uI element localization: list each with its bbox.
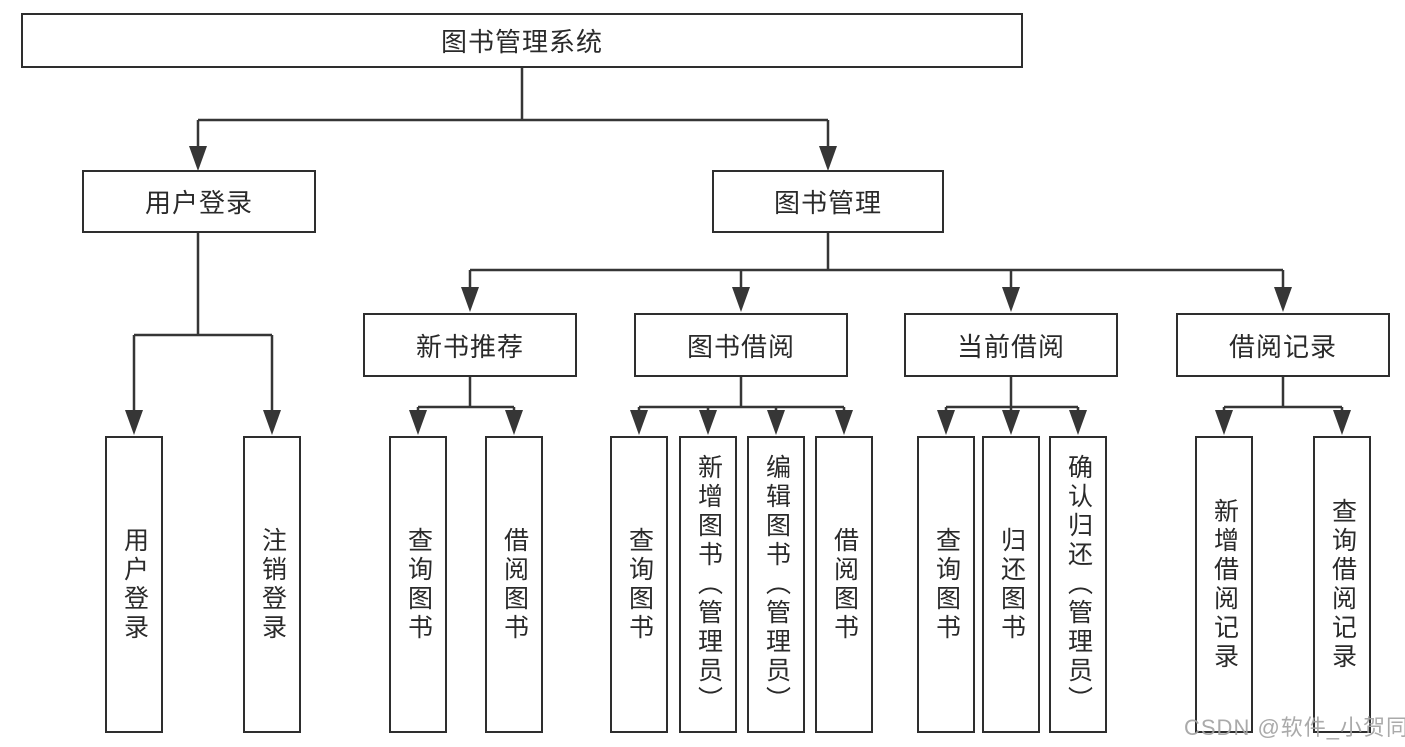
leaf-borrow-books-recommend-label: 借阅图书 bbox=[500, 526, 529, 643]
arrowhead bbox=[1002, 410, 1020, 435]
arrowhead bbox=[125, 410, 143, 435]
node-root-label: 图书管理系统 bbox=[440, 27, 603, 57]
leaf-return-book: 归还图书 bbox=[982, 436, 1040, 733]
arrowhead bbox=[699, 410, 717, 435]
leaf-confirm-return-admin-label: 确认归还（管理员） bbox=[1064, 454, 1093, 715]
leaf-return-book-label: 归还图书 bbox=[997, 526, 1026, 643]
leaf-add-borrow-record: 新增借阅记录 bbox=[1195, 436, 1253, 733]
leaf-add-book-admin-label: 新增图书（管理员） bbox=[694, 454, 723, 715]
leaf-query-books-current-label: 查询图书 bbox=[932, 526, 961, 643]
arrowhead bbox=[1333, 410, 1351, 435]
node-new-book-recommend: 新书推荐 bbox=[363, 313, 577, 377]
arrowhead bbox=[189, 146, 207, 171]
node-book-borrow: 图书借阅 bbox=[634, 313, 848, 377]
leaf-add-borrow-record-label: 新增借阅记录 bbox=[1210, 497, 1239, 672]
arrowhead bbox=[1069, 410, 1087, 435]
leaf-edit-book-admin: 编辑图书（管理员） bbox=[747, 436, 805, 733]
leaf-borrow-books-recommend: 借阅图书 bbox=[485, 436, 543, 733]
node-root-system: 图书管理系统 bbox=[21, 13, 1023, 68]
leaf-user-login-label: 用户登录 bbox=[120, 526, 149, 643]
leaf-query-books-recommend: 查询图书 bbox=[389, 436, 447, 733]
arrowhead bbox=[1274, 287, 1292, 312]
node-current-borrow-label: 当前借阅 bbox=[956, 331, 1065, 362]
leaf-confirm-return-admin: 确认归还（管理员） bbox=[1049, 436, 1107, 733]
leaf-query-books-current: 查询图书 bbox=[917, 436, 975, 733]
arrowhead bbox=[732, 287, 750, 312]
edge-bookborrow-to-leaves bbox=[637, 377, 846, 414]
arrowhead bbox=[263, 410, 281, 435]
node-new-book-recommend-label: 新书推荐 bbox=[415, 331, 524, 362]
node-book-borrow-label: 图书借阅 bbox=[686, 331, 795, 362]
arrowhead bbox=[461, 287, 479, 312]
leaf-query-books-recommend-label: 查询图书 bbox=[404, 526, 433, 643]
leaf-query-books-borrow: 查询图书 bbox=[610, 436, 668, 733]
edge-bookmgmt-to-level3 bbox=[468, 233, 1285, 292]
leaf-query-borrow-record: 查询借阅记录 bbox=[1313, 436, 1371, 733]
arrowhead bbox=[409, 410, 427, 435]
arrowhead bbox=[937, 410, 955, 435]
arrowhead bbox=[835, 410, 853, 435]
leaf-edit-book-admin-label: 编辑图书（管理员） bbox=[762, 454, 791, 715]
node-borrow-records: 借阅记录 bbox=[1176, 313, 1390, 377]
node-current-borrow: 当前借阅 bbox=[904, 313, 1118, 377]
arrowhead bbox=[630, 410, 648, 435]
leaf-borrow-books-label: 借阅图书 bbox=[830, 526, 859, 643]
node-book-management-label: 图书管理 bbox=[773, 188, 882, 218]
arrowhead bbox=[1002, 287, 1020, 312]
leaf-query-borrow-record-label: 查询借阅记录 bbox=[1328, 497, 1357, 672]
node-user-login-label: 用户登录 bbox=[144, 188, 253, 218]
edge-userlogin-to-leaves bbox=[132, 233, 274, 413]
edge-borrowrecords-to-leaves bbox=[1222, 377, 1344, 414]
arrowhead bbox=[819, 146, 837, 171]
edge-root-to-level2 bbox=[196, 67, 830, 150]
leaf-logout: 注销登录 bbox=[243, 436, 301, 733]
node-book-management: 图书管理 bbox=[712, 170, 944, 233]
arrowhead bbox=[767, 410, 785, 435]
arrowhead bbox=[505, 410, 523, 435]
leaf-add-book-admin: 新增图书（管理员） bbox=[679, 436, 737, 733]
leaf-borrow-books: 借阅图书 bbox=[815, 436, 873, 733]
arrowhead bbox=[1215, 410, 1233, 435]
watermark-text: CSDN @软件_小贺同学 bbox=[1184, 715, 1405, 740]
node-borrow-records-label: 借阅记录 bbox=[1228, 331, 1337, 362]
node-user-login: 用户登录 bbox=[82, 170, 316, 233]
leaf-user-login: 用户登录 bbox=[105, 436, 163, 733]
leaf-query-books-borrow-label: 查询图书 bbox=[625, 526, 654, 643]
edge-currentborrow-to-leaves bbox=[944, 377, 1080, 414]
leaf-logout-label: 注销登录 bbox=[258, 526, 287, 643]
edge-newbookrec-to-leaves bbox=[416, 377, 516, 414]
